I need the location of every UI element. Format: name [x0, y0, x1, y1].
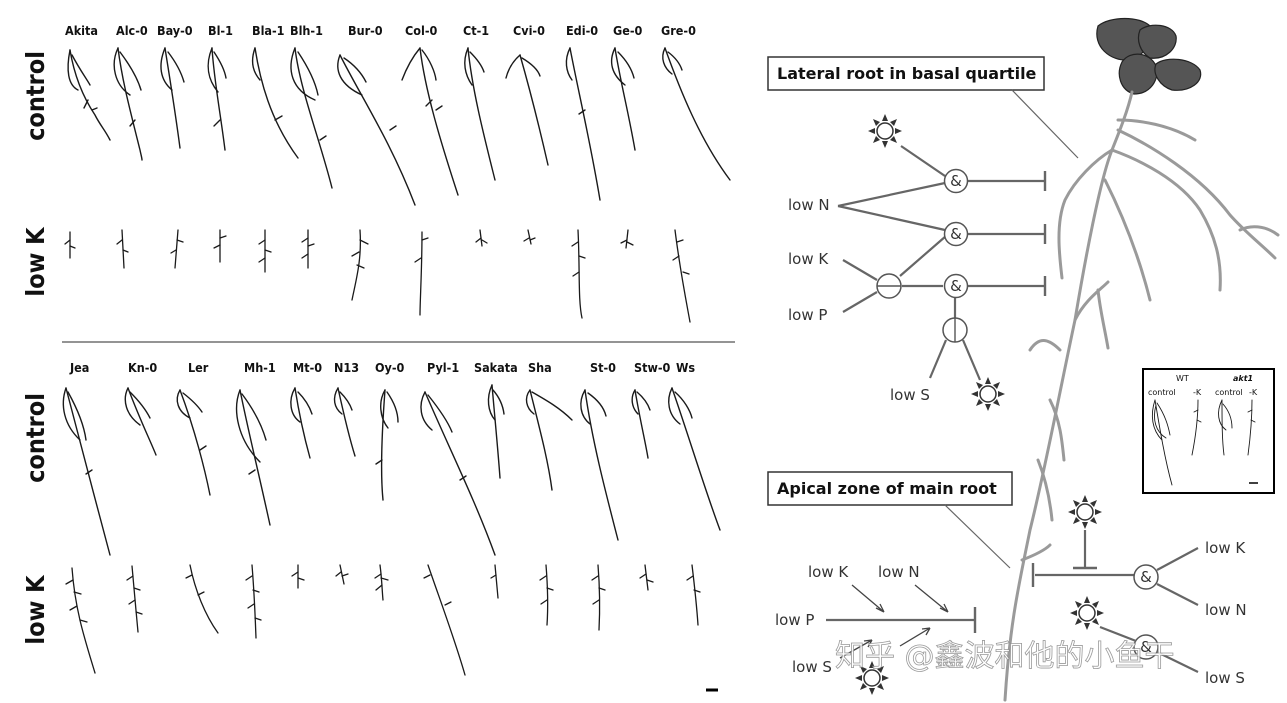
label-low-n: low N [788, 196, 830, 214]
label-low-n: low N [1205, 601, 1247, 619]
accession-label: Ge-0 [613, 23, 643, 38]
accession-label: Alc-0 [116, 23, 148, 38]
row-label-lowk-1: low K [21, 226, 50, 297]
accession-label: Akita [65, 23, 98, 38]
light-signal-icon [1067, 494, 1103, 530]
accession-label: Ler [188, 360, 209, 375]
accession-label: Pyl-1 [427, 360, 459, 375]
label-low-p: low P [788, 306, 827, 324]
lateral-pointer [1011, 89, 1079, 159]
inset-akt1: WT akt1 control -K control -K [1142, 368, 1275, 494]
inset-minus-k-label: -K [1193, 388, 1202, 397]
row1-lowk-roots [64, 229, 691, 323]
panel-a: control low K control low K Akita Alc-0 … [21, 23, 735, 692]
label-low-k: low K [808, 563, 849, 581]
row-label-lowk-2: low K [21, 574, 50, 645]
label-low-s: low S [792, 658, 832, 676]
and-gate-label: & [1140, 638, 1152, 656]
row2-control-roots [62, 384, 721, 556]
label-low-p: low P [775, 611, 814, 629]
accession-label: Oy-0 [375, 360, 405, 375]
label-low-s: low S [890, 386, 930, 404]
row-label-control-2: control [21, 393, 50, 483]
panel-b: Lateral root in basal quartile Apical zo… [767, 17, 1280, 702]
accession-label: Bla-1 [252, 23, 285, 38]
lateral-root-title: Lateral root in basal quartile [777, 64, 1037, 83]
accession-label: Ct-1 [463, 23, 489, 38]
accession-label: Cvi-0 [513, 23, 545, 38]
label-low-k: low K [788, 250, 829, 268]
accession-label: Kn-0 [128, 360, 157, 375]
root-system [1003, 90, 1280, 702]
accession-label: Sakata [474, 360, 518, 375]
inset-control-label: control [1215, 388, 1243, 397]
apical-logic-network: & low K low N & low S low P low K low N … [775, 494, 1247, 696]
label-low-n: low N [878, 563, 920, 581]
light-signal-icon [1069, 595, 1105, 631]
apical-pointer [944, 504, 1011, 569]
and-gate-label: & [950, 277, 962, 295]
watermark: 知乎 @鑫波和他的小鱼干 [835, 639, 1175, 674]
accession-label: Mt-0 [293, 360, 322, 375]
accession-label: Stw-0 [634, 360, 671, 375]
accession-label: Ws [676, 360, 695, 375]
lateral-logic-network: & & & low N low K low P low S [788, 113, 1047, 412]
row-label-control-1: control [21, 51, 50, 141]
row2-labels: Jea Kn-0 Ler Mh-1 Mt-0 N13 Oy-0 Pyl-1 Sa… [69, 360, 695, 375]
accession-label: Bur-0 [348, 23, 383, 38]
light-signal-icon [970, 376, 1006, 412]
light-signal-icon [867, 113, 903, 149]
lateral-root-box [767, 56, 1045, 91]
and-gate-label: & [950, 172, 962, 190]
accession-label: Bay-0 [157, 23, 193, 38]
accession-label: N13 [334, 360, 359, 375]
inset-control-label: control [1148, 388, 1176, 397]
inset-wt-label: WT [1176, 374, 1189, 383]
accession-label: St-0 [590, 360, 616, 375]
row1-labels: Akita Alc-0 Bay-0 Bl-1 Bla-1 Blh-1 Bur-0… [65, 23, 696, 38]
accession-label: Blh-1 [290, 23, 323, 38]
apical-zone-box [767, 471, 1013, 506]
row1-control-roots [67, 47, 731, 206]
row2-lowk-roots [65, 564, 701, 676]
accession-label: Jea [69, 360, 89, 375]
accession-label: Sha [528, 360, 552, 375]
accession-label: Bl-1 [208, 23, 233, 38]
accession-label: Gre-0 [661, 23, 696, 38]
plant-shoot [1096, 17, 1202, 95]
and-gate-label: & [1140, 568, 1152, 586]
accession-label: Edi-0 [566, 23, 598, 38]
inset-akt1-label: akt1 [1233, 374, 1253, 383]
label-low-k: low K [1205, 539, 1246, 557]
and-gate-label: & [950, 225, 962, 243]
accession-label: Mh-1 [244, 360, 276, 375]
accession-label: Col-0 [405, 23, 437, 38]
inset-minus-k-label: -K [1249, 388, 1258, 397]
apical-zone-title: Apical zone of main root [777, 479, 997, 498]
label-low-s: low S [1205, 669, 1245, 687]
